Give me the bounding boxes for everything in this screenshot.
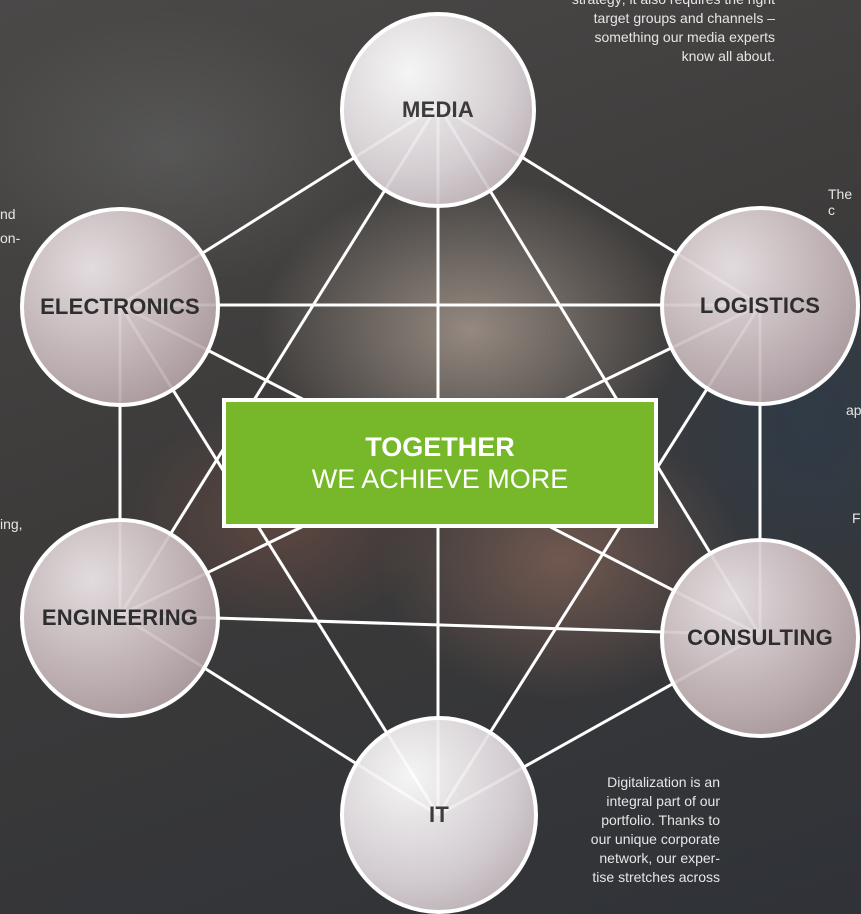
media-description-line: something our media experts	[594, 29, 775, 45]
left-text-fragment: on-	[0, 230, 21, 246]
right-text-fragment: The c	[828, 186, 853, 218]
node-media-label: MEDIA	[402, 97, 474, 122]
node-media: MEDIA	[340, 12, 536, 208]
it-description-line: our unique corporate	[590, 831, 720, 847]
node-logistics-label: LOGISTICS	[699, 293, 821, 318]
node-it-label: IT	[429, 802, 449, 827]
node-electronics: ELECTRONICS	[20, 207, 220, 407]
media-description-line: target groups and channels –	[593, 10, 775, 26]
node-engineering-label: ENGINEERING	[41, 605, 199, 630]
right-text-fragment: ap	[846, 402, 861, 418]
center-title: TOGETHER	[365, 432, 515, 462]
left-text-fragment: ing,	[0, 516, 23, 532]
media-description-line: know all about.	[681, 48, 775, 64]
it-description-line: Digitalization is an	[607, 774, 720, 790]
center-box: TOGETHER WE ACHIEVE MORE	[222, 398, 658, 528]
right-text-fragment: F	[852, 510, 861, 526]
center-subtitle: WE ACHIEVE MORE	[311, 464, 569, 494]
node-engineering: ENGINEERING	[20, 518, 220, 718]
it-description-line: tise stretches across	[592, 869, 720, 885]
it-description-line: integral part of our	[606, 793, 720, 809]
node-logistics: LOGISTICS	[660, 206, 860, 406]
node-consulting-label: CONSULTING	[687, 625, 833, 650]
node-consulting: CONSULTING	[660, 538, 860, 738]
left-text-fragment: nd	[0, 206, 16, 222]
it-description-line: network, our exper-	[599, 850, 720, 866]
node-electronics-label: ELECTRONICS	[40, 294, 200, 319]
media-description-line: strategy; it also requires the right	[505, 0, 775, 9]
it-description: Digitalization is an integral part of ou…	[560, 773, 720, 887]
it-description-line: portfolio. Thanks to	[601, 812, 720, 828]
media-description: strategy; it also requires the right tar…	[505, 0, 775, 66]
node-it: IT	[340, 716, 538, 914]
